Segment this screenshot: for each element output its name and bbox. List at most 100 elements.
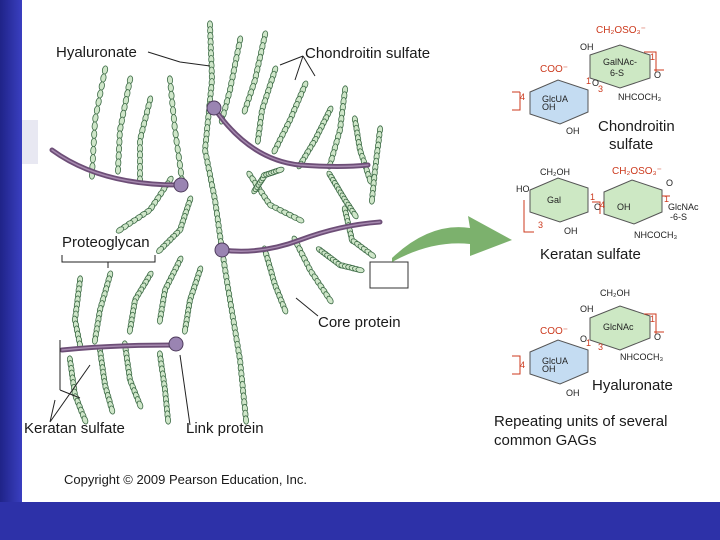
gag-bead [181,325,189,335]
gag-bead [92,113,99,123]
hyaluronate-o1: O [580,334,587,344]
gag-bead [136,400,144,410]
gag-bead [326,295,334,305]
hyaluronate-num4: 4 [520,360,525,370]
gag-bead [156,246,164,254]
hyaluronate-o2: O [654,332,661,342]
gag-bead [126,325,134,335]
keratan-o2: O [666,178,673,188]
gag-bead [156,315,164,325]
gag-bead [166,75,174,85]
chondroitin-num1b: 1 [650,52,655,62]
core-protein-highlight [61,344,176,351]
core-protein-strand [49,147,181,188]
core-protein-highlight [51,149,179,186]
core-protein-highlight [221,221,381,252]
keratan-o1: O [594,202,601,212]
keratan-glcnac2: -6-S [670,212,687,222]
label-chondroitin-sulfate: Chondroitin sulfate [305,45,430,62]
keratan-left-ring: Gal [547,195,561,205]
gag-bead [89,154,96,164]
chondroitin-oh-top: OH [580,42,594,52]
hyaluronate-oh-top: OH [580,304,594,314]
label-leader-lines [49,51,319,426]
hyaluronate-oh-bottom: OH [566,388,580,398]
gag-bead [368,195,376,205]
keratan-ch2oh: CH₂OH [540,167,570,177]
keratan-right-ring: OH [617,202,631,212]
gag-bead [91,129,98,139]
slide-bottom-bar [0,502,720,540]
gag-bead [81,415,89,425]
hyaluronate-ch2oh: CH₂OH [600,288,630,298]
gag-bead [90,146,97,156]
link-protein-node [168,336,184,352]
keratan-oh-bottom: OH [564,226,578,236]
gag-bead [367,251,377,259]
keratan-num3: 3 [538,220,543,230]
hyaluronate-num1a: 1 [586,338,591,348]
label-hyaluronate: Hyaluronate [56,44,137,61]
gag-bead [97,89,104,99]
zoom-arrow [392,216,512,262]
gag-bead [355,266,365,274]
hyaluronate-unit: CH₂OH OH GlcNAc COO⁻ GlcUA OH NHCOCH₃ OH… [512,288,673,398]
keratan-glcnac: GlcNAc [668,202,699,212]
gag-bead [93,105,101,115]
gag-bead [281,305,289,315]
keratan-num4: 4 [600,200,605,210]
chondroitin-caption1: Chondroitin [598,118,675,135]
gag-bead [169,98,176,108]
hyaluronate-left-ring: GlcUA [542,356,568,366]
gag-bead [167,83,174,93]
chondroitin-ch2: CH₂OSO₃⁻ [596,25,646,36]
keratan-num1a: 1 [590,192,595,202]
chondroitin-left-ring: GlcUA [542,94,568,104]
hyaluronate-num3: 3 [598,342,603,352]
keratan-sulfate-unit: CH₂OH CH₂OSO₃⁻ HO Gal OH GlcNAc -6-S OH … [516,166,699,263]
chondroitin-oh-bottom: OH [566,126,580,136]
gag-bead [254,135,262,145]
label-proteoglycan: Proteoglycan [62,234,150,251]
gag-bead [351,210,359,220]
chondroitin-nh: NHCOCH₃ [618,92,661,102]
gag-bead [90,137,97,147]
chondroitin-num1a: 1 [586,76,591,86]
label-core-protein: Core protein [318,314,401,331]
keratan-ho: HO [516,184,530,194]
slide-left-bar [0,0,22,540]
gag-bead [242,415,250,425]
core-protein-highlight [213,107,369,168]
gag-bead [174,144,181,154]
link-protein-node [173,177,189,193]
gag-bead [91,121,98,131]
chondroitin-o1: O [592,78,599,88]
link-protein-node [214,242,230,258]
chondroitin-sulfate-unit: CH₂OSO₃⁻ OH GalNAc- 6-S COO⁻ GlcUA OH NH… [512,25,675,153]
gag-bead [170,114,177,124]
copyright-text: Copyright © 2009 Pearson Education, Inc. [64,472,307,487]
gag-bead [91,335,99,345]
gag-bead [171,121,178,131]
zoom-box [369,261,409,289]
repeating-title-line1: Repeating units of several [494,413,667,430]
side-tab [22,120,38,164]
gag-bead [115,226,125,234]
gag-bead [114,165,122,175]
chondroitin-caption2: sulfate [609,136,653,153]
gag-bead [95,97,102,107]
keratan-nh: NHCOCH₃ [634,230,677,240]
keratan-caption: Keratan sulfate [540,246,641,263]
chondroitin-right-ring: GalNAc- [603,57,637,67]
core-proteins [49,100,383,353]
keratan-num1b: 1 [664,194,669,204]
gag-bead [168,90,175,100]
hyaluronate-caption: Hyaluronate [592,377,673,394]
gag-bead [271,145,279,155]
chondroitin-num3: 3 [598,84,603,94]
chondroitin-num4: 4 [520,92,525,102]
label-link-protein: Link protein [186,420,264,437]
label-keratan-sulfate: Keratan sulfate [24,420,125,437]
